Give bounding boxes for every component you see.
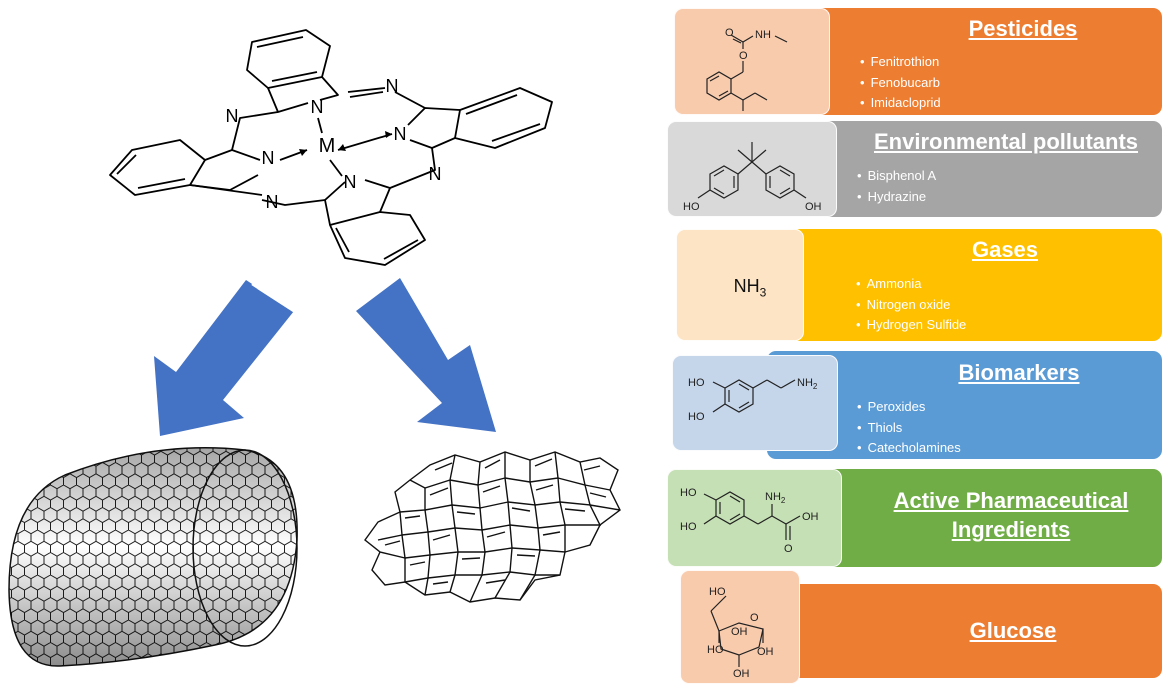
category-band: [790, 584, 1162, 678]
list-item: Nitrogen oxide: [856, 295, 966, 316]
hydroxyl-label: OH: [731, 626, 748, 638]
hydroxyl-label: HO: [680, 521, 697, 533]
category-band: [791, 229, 1162, 341]
category-title: Biomarkers: [958, 360, 1080, 385]
list-item: Fenitrothion: [860, 52, 941, 73]
list-item: Peroxides: [857, 397, 961, 418]
levodopa-molecule: HO HO NH2 OH O: [667, 469, 842, 567]
category-band: [794, 8, 1162, 115]
atom-n-label: N: [311, 97, 324, 117]
title-line: Ingredients: [951, 517, 1071, 542]
atom-n-label: N: [266, 192, 279, 212]
category-active-pharmaceutical-ingredients: HO HO NH2 OH O Active Pharmaceutical Ing…: [667, 469, 1162, 567]
list-item: Imidacloprid: [860, 93, 941, 114]
amine-label: NH2: [765, 491, 786, 505]
list-item: Bisphenol A: [857, 166, 937, 187]
glucose-molecule: HO O OH HO OH OH: [680, 570, 800, 684]
metal-center-label: M: [319, 135, 336, 157]
list-item: Ammonia: [856, 274, 966, 295]
atom-n-label: N: [226, 106, 239, 126]
category-item-list: Bisphenol A Hydrazine: [857, 166, 937, 208]
category-biomarkers: HO HO NH2 Biomarkers Peroxides Thiols Ca…: [672, 351, 1162, 459]
atom-o-label: O: [784, 543, 793, 555]
category-item-list: Peroxides Thiols Catecholamines: [857, 397, 961, 459]
category-item-list: Fenitrothion Fenobucarb Imidacloprid: [860, 52, 941, 114]
atom-n-label: N: [344, 172, 357, 192]
atom-n-label: N: [429, 164, 442, 184]
carbon-nanotube: [8, 447, 298, 667]
title-line: Active Pharmaceutical: [893, 488, 1129, 513]
hydroxyl-label: OH: [802, 511, 819, 523]
hydroxyl-label: OH: [805, 201, 822, 213]
bisphenol-a-molecule: HO OH: [667, 121, 837, 217]
category-title: Gases: [971, 237, 1039, 262]
arrow-to-nanotube: [154, 280, 307, 436]
category-pesticides: O O NH Pesticides Fenitrothion Fenobucar…: [674, 8, 1162, 115]
category-title: Environmental pollutants: [873, 129, 1139, 154]
category-environmental-pollutants: HO OH Environmental pollutants Bisphenol…: [667, 121, 1162, 217]
graphene-sheet: [364, 451, 621, 603]
list-item: Fenobucarb: [860, 73, 941, 94]
list-item: Catecholamines: [857, 438, 961, 459]
atom-n-label: N: [394, 124, 407, 144]
amine-label: NH: [755, 29, 771, 41]
hydroxyl-label: HO: [688, 411, 705, 423]
fenobucarb-molecule: O O NH: [674, 8, 830, 115]
atom-o-label: O: [750, 612, 759, 624]
hydroxyl-label: HO: [683, 201, 700, 213]
list-item: Thiols: [857, 418, 961, 439]
category-gases: NH3 Gases Ammonia Nitrogen oxide Hydroge…: [676, 229, 1162, 341]
arrow-to-graphene: [350, 270, 496, 432]
amine-label: NH2: [797, 377, 818, 391]
ammonia-molecule: NH3: [676, 229, 804, 341]
formula-subscript: 3: [759, 285, 767, 300]
category-title: Pesticides: [968, 16, 1078, 41]
category-title: Glucose: [969, 618, 1057, 643]
list-item: Hydrogen Sulfide: [856, 315, 967, 336]
category-glucose: HO O OH HO OH OH Glucose: [680, 570, 1162, 684]
svg-text:O: O: [725, 27, 734, 39]
hydroxyl-label: OH: [733, 668, 750, 680]
atom-n-label: N: [386, 76, 399, 96]
category-title: Active Pharmaceutical Ingredients: [871, 486, 1151, 544]
atom-n-label: N: [262, 148, 275, 168]
dopamine-molecule: HO HO NH2: [672, 355, 838, 451]
list-item: Hydrazine: [857, 187, 936, 208]
hydroxyl-label: HO: [688, 377, 705, 389]
category-item-list: Ammonia Nitrogen oxide Hydrogen Sulfide: [856, 274, 967, 336]
hydroxyl-label: HO: [709, 586, 726, 598]
phthalocyanine-structure: N N N N N N N N M: [109, 29, 553, 266]
hydroxyl-label: HO: [707, 644, 724, 656]
hydroxyl-label: HO: [680, 487, 697, 499]
atom-o-label: O: [739, 50, 748, 62]
ammonia-formula: NH: [733, 276, 760, 296]
hydroxyl-label: OH: [757, 646, 774, 658]
category-band: [817, 469, 1162, 567]
